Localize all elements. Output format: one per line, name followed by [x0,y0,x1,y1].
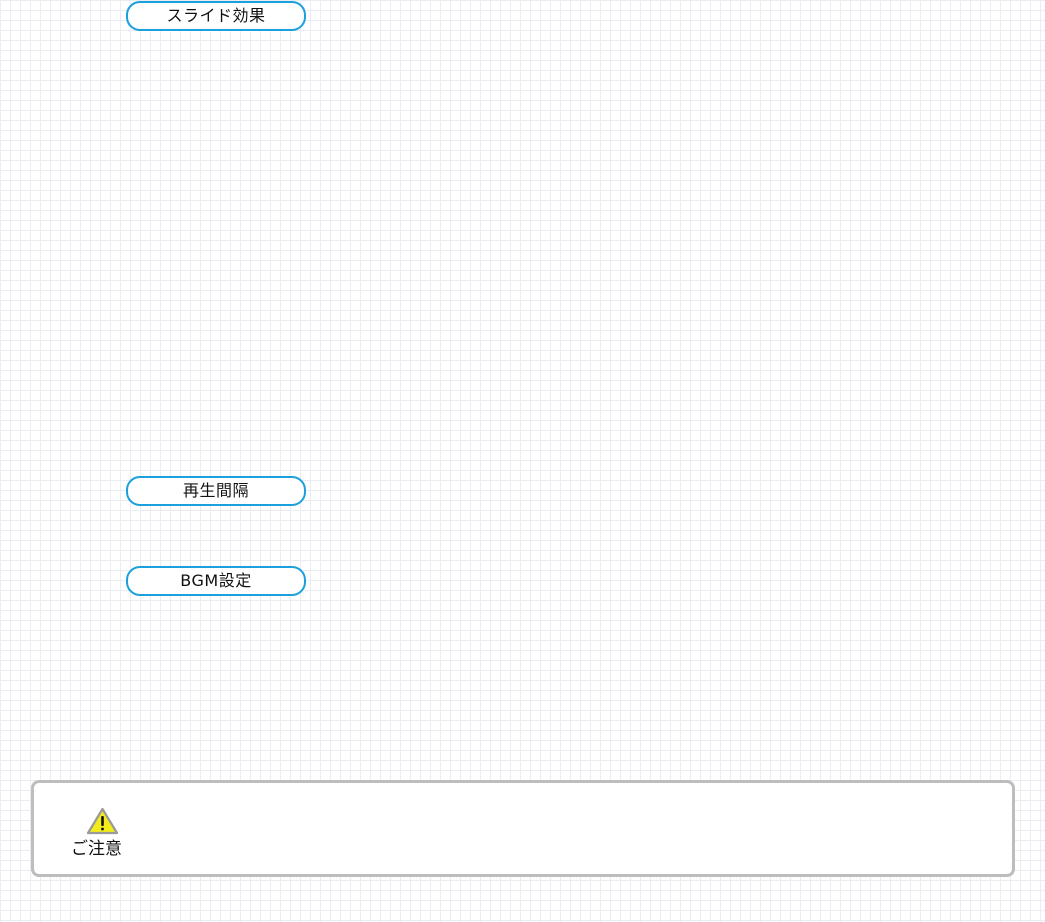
section-heading-slide-effect: スライド効果 [126,1,306,31]
section-heading-bgm-settings: BGM設定 [126,566,306,596]
section-heading-play-interval: 再生間隔 [126,476,306,506]
notice-box: ご注意 [31,780,1015,877]
warning-icon [86,807,119,835]
notice-label: ご注意 [71,839,122,859]
